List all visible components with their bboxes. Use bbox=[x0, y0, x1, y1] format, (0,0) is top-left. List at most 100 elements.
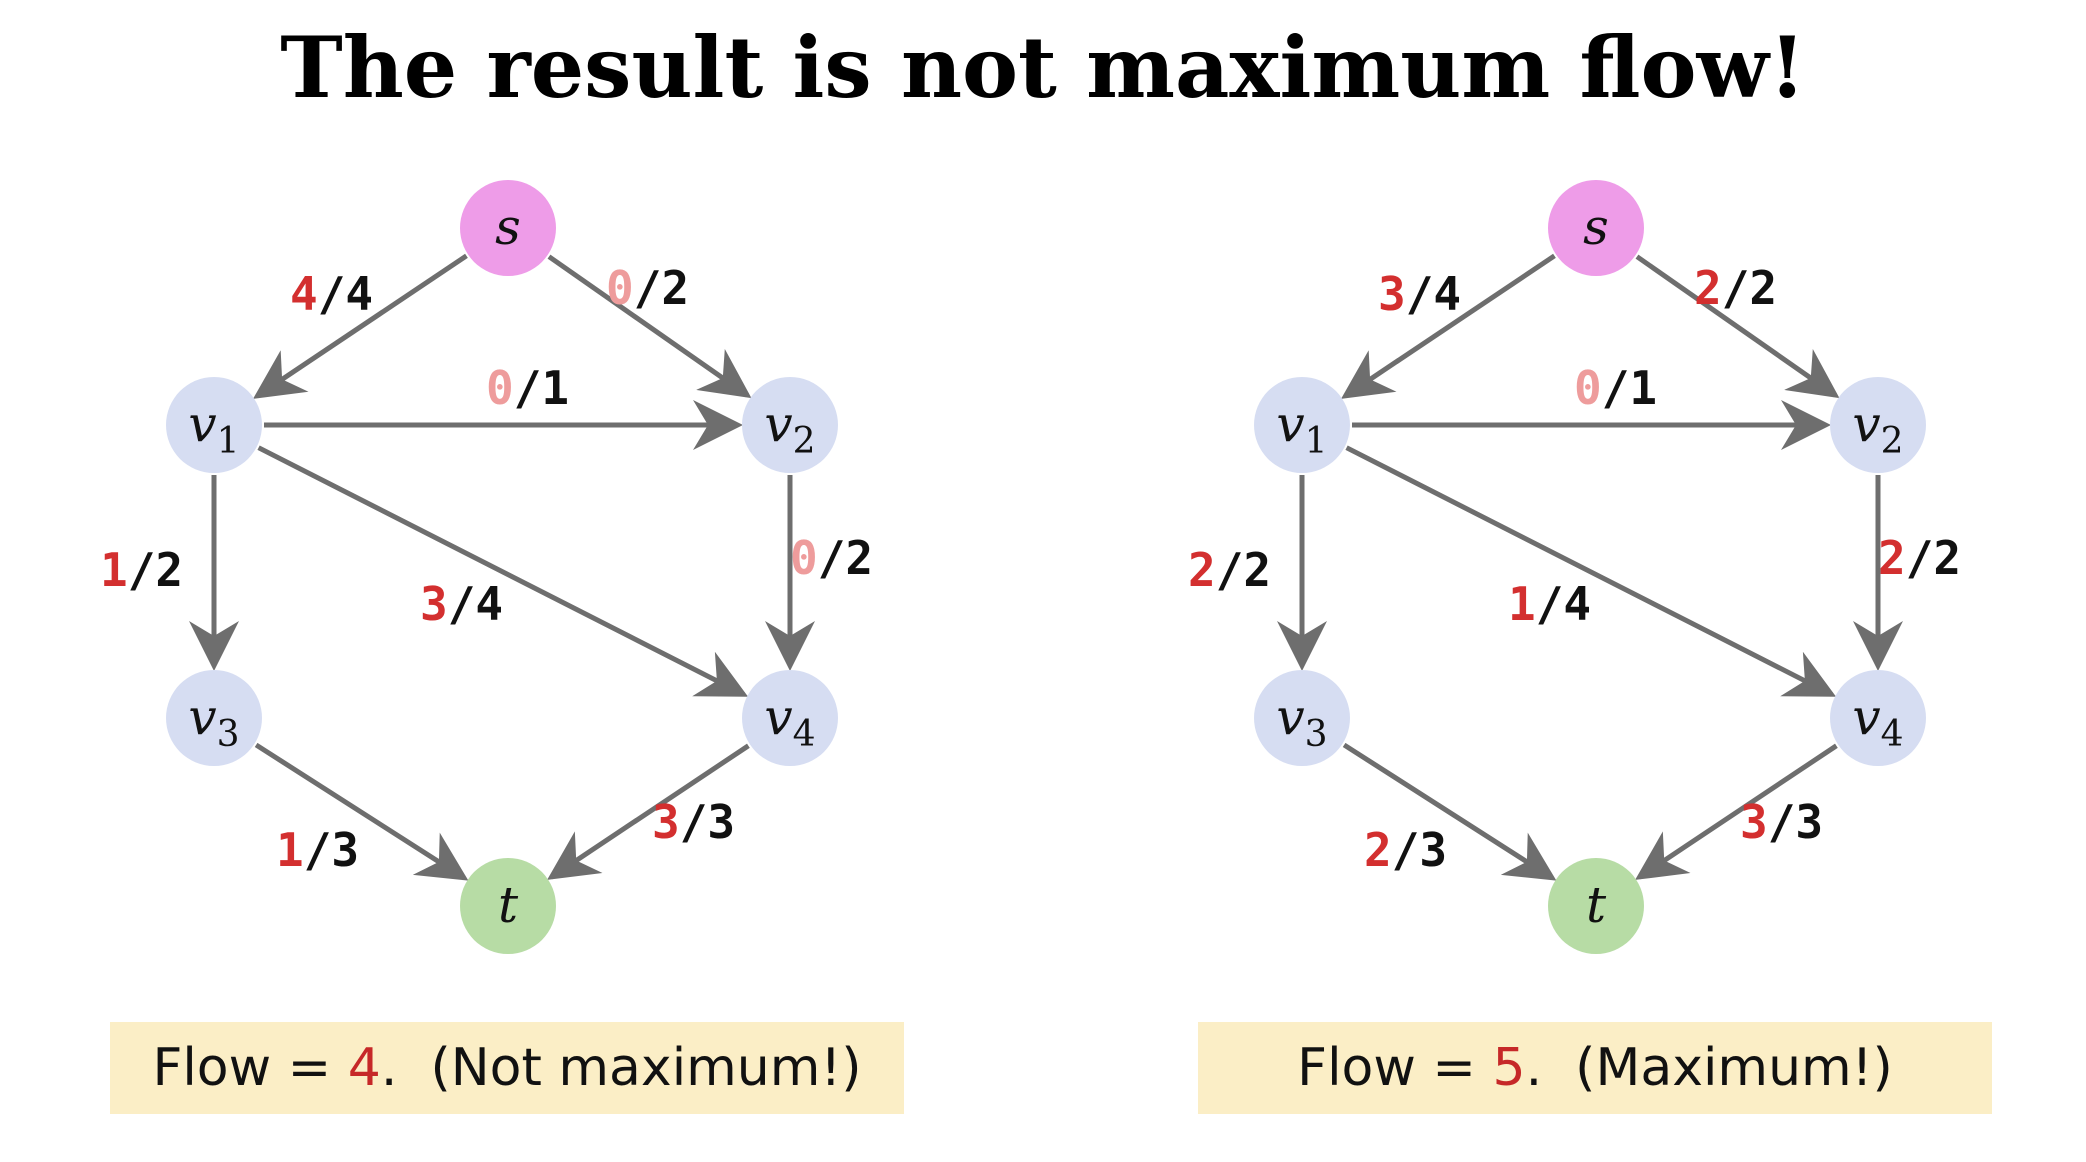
edge-label-v1-v2: 0/1 bbox=[486, 361, 569, 415]
node-v3 bbox=[1254, 670, 1350, 766]
node-label-v2: v2 bbox=[764, 395, 815, 462]
node-subscript: 1 bbox=[1305, 421, 1328, 462]
node-subscript: 2 bbox=[793, 421, 816, 462]
caption-right: Flow = 5. (Maximum!) bbox=[1198, 1022, 1992, 1114]
node-letter: s bbox=[1583, 198, 1609, 256]
edge-v1-v4 bbox=[1345, 445, 1837, 697]
node-letter: v bbox=[764, 395, 792, 453]
edge-label-v1-v3: 2/2 bbox=[1188, 543, 1271, 597]
node-v4 bbox=[1830, 670, 1926, 766]
node-letter: v bbox=[1276, 688, 1304, 746]
node-letter: v bbox=[188, 395, 216, 453]
node-label-t: t bbox=[1586, 876, 1607, 934]
edge-capacity-value: 3 bbox=[1795, 795, 1823, 849]
node-v1 bbox=[166, 377, 262, 473]
edge-v3-t bbox=[254, 742, 469, 881]
node-v3 bbox=[166, 670, 262, 766]
edge-v4-t bbox=[547, 743, 750, 880]
edge-label-v3-t: 1/3 bbox=[276, 823, 359, 877]
edge-capacity-value: 4 bbox=[475, 577, 503, 631]
caption-right-prefix: Flow = bbox=[1297, 1038, 1493, 1098]
edge-flow-value: 1 bbox=[276, 823, 304, 877]
edge-slash: / bbox=[318, 267, 346, 321]
edge-capacity-value: 3 bbox=[707, 795, 735, 849]
node-letter: v bbox=[1276, 395, 1304, 453]
edge-flow-value: 1 bbox=[1508, 577, 1536, 631]
node-letter: v bbox=[188, 688, 216, 746]
caption-left: Flow = 4. (Not maximum!) bbox=[110, 1022, 904, 1114]
edge-slash: / bbox=[1536, 577, 1564, 631]
caption-left-suffix: . (Not maximum!) bbox=[380, 1038, 862, 1098]
node-v1 bbox=[1254, 377, 1350, 473]
edge-flow-value: 3 bbox=[1378, 267, 1406, 321]
edge-capacity-value: 4 bbox=[345, 267, 373, 321]
caption-right-suffix: . (Maximum!) bbox=[1525, 1038, 1893, 1098]
node-subscript: 1 bbox=[217, 421, 240, 462]
edge-s-v2 bbox=[1635, 254, 1840, 399]
edge-capacity-value: 4 bbox=[1563, 577, 1591, 631]
node-v2 bbox=[742, 377, 838, 473]
node-label-v3: v3 bbox=[188, 688, 239, 755]
caption-left-value: 4 bbox=[347, 1038, 381, 1098]
edge-slash: / bbox=[514, 361, 542, 415]
edge-slash: / bbox=[1392, 823, 1420, 877]
edge-flow-value: 2 bbox=[1364, 823, 1392, 877]
node-letter: v bbox=[764, 688, 792, 746]
edge-v3-t bbox=[1342, 742, 1557, 881]
edge-label-v1-v4: 3/4 bbox=[420, 577, 503, 631]
edge-capacity-value: 2 bbox=[1243, 543, 1271, 597]
node-subscript: 4 bbox=[793, 714, 816, 755]
node-s bbox=[1548, 180, 1644, 276]
node-letter: s bbox=[495, 198, 521, 256]
edge-slash: / bbox=[1406, 267, 1434, 321]
edge-flow-value: 1 bbox=[100, 543, 128, 597]
edge-slash: / bbox=[818, 531, 846, 585]
node-label-t: t bbox=[498, 876, 519, 934]
edge-flow-value: 0 bbox=[606, 261, 634, 315]
edge-capacity-value: 2 bbox=[1933, 531, 1961, 585]
edge-slash: / bbox=[1602, 361, 1630, 415]
edge-slash: / bbox=[1768, 795, 1796, 849]
node-v2 bbox=[1830, 377, 1926, 473]
node-label-v4: v4 bbox=[764, 688, 815, 755]
edge-flow-value: 0 bbox=[486, 361, 514, 415]
node-letter: v bbox=[1852, 395, 1880, 453]
caption-left-prefix: Flow = bbox=[152, 1038, 348, 1098]
edge-slash: / bbox=[304, 823, 332, 877]
edge-s-v1 bbox=[1341, 253, 1556, 399]
edge-v1-v4 bbox=[257, 445, 749, 697]
edge-capacity-value: 3 bbox=[1419, 823, 1447, 877]
edge-slash: / bbox=[1906, 531, 1934, 585]
edge-label-v4-t: 3/3 bbox=[1740, 795, 1823, 849]
edge-slash: / bbox=[634, 261, 662, 315]
edge-capacity-value: 3 bbox=[331, 823, 359, 877]
node-label-v1: v1 bbox=[1276, 395, 1327, 462]
edge-flow-value: 3 bbox=[1740, 795, 1768, 849]
edge-capacity-value: 2 bbox=[1749, 261, 1777, 315]
node-label-v1: v1 bbox=[188, 395, 239, 462]
node-letter: t bbox=[498, 876, 519, 934]
edge-slash: / bbox=[128, 543, 156, 597]
edge-label-v4-t: 3/3 bbox=[652, 795, 735, 849]
node-label-v3: v3 bbox=[1276, 688, 1327, 755]
page-title: The result is not maximum flow! bbox=[280, 18, 1806, 117]
node-t bbox=[460, 858, 556, 954]
edge-slash: / bbox=[448, 577, 476, 631]
node-subscript: 4 bbox=[1881, 714, 1904, 755]
edge-flow-value: 3 bbox=[420, 577, 448, 631]
edge-flow-value: 2 bbox=[1188, 543, 1216, 597]
edge-label-v1-v3: 1/2 bbox=[100, 543, 183, 597]
edge-flow-value: 0 bbox=[790, 531, 818, 585]
node-subscript: 3 bbox=[217, 714, 240, 755]
edge-capacity-value: 1 bbox=[541, 361, 569, 415]
edge-capacity-value: 2 bbox=[661, 261, 689, 315]
edge-label-s-v1: 3/4 bbox=[1378, 267, 1461, 321]
edge-flow-value: 0 bbox=[1574, 361, 1602, 415]
edge-capacity-value: 1 bbox=[1629, 361, 1657, 415]
node-t bbox=[1548, 858, 1644, 954]
edge-label-s-v2: 2/2 bbox=[1694, 261, 1777, 315]
edge-flow-value: 2 bbox=[1694, 261, 1722, 315]
